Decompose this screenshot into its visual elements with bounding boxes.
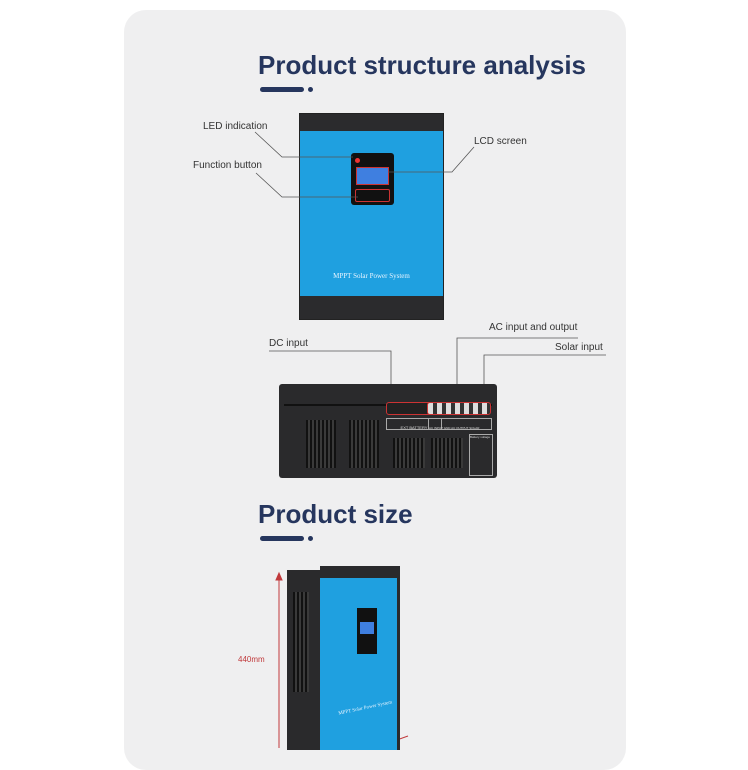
title-underline [260,536,304,541]
solar-text: SOLAR [469,426,480,430]
device-brand-text: MPPT Solar Power System [333,272,410,280]
ac-terminal-labels: AC INPUT GND AC OUTPUT SOLAR [428,418,492,430]
bottom-cap [300,296,443,319]
control-panel [357,608,377,654]
vent [431,438,463,468]
top-cap [300,114,443,131]
gnd-text: GND [443,426,451,430]
vent [306,420,336,468]
ac-solar-terminals [427,402,491,415]
label-lcd-screen: LCD screen [474,136,527,147]
ac-output-text: AC OUTPUT [451,426,469,430]
title-dot [308,87,313,92]
label-dc-input: DC input [269,338,308,349]
label-led-indication: LED indication [203,121,268,132]
vent [349,420,379,468]
callout-lines [254,131,606,748]
device-front-angled: MPPT Solar Power System [320,566,400,750]
function-buttons [355,189,390,202]
device-side [287,570,323,750]
led-indicator-icon [355,158,360,163]
vent [393,438,425,468]
section-title-structure: Product structure analysis [258,50,586,80]
ac-input-text: AC INPUT [429,426,443,430]
inverter-front-image: MPPT Solar Power System [299,113,444,320]
inverter-bottom-image: EXT BATTERY AC INPUT GND AC OUTPUT SOLAR… [279,384,497,478]
label-solar-input: Solar input [555,342,603,353]
device-brand-text: MPPT Solar Power System [338,700,393,717]
label-function-button: Function button [193,160,262,171]
section-title-size: Product size [258,499,413,529]
vent [293,592,309,692]
lcd-screen [360,622,374,634]
label-ac-input-output: AC input and output [489,322,578,333]
battery-terminal-label: EXT BATTERY [386,418,442,430]
control-panel [351,153,394,205]
title-underline [260,87,304,92]
battery-voltage-table: Battery voltage [469,434,493,476]
lcd-screen [356,167,389,185]
height-dimension: 440mm [238,655,265,664]
title-dot [308,536,313,541]
